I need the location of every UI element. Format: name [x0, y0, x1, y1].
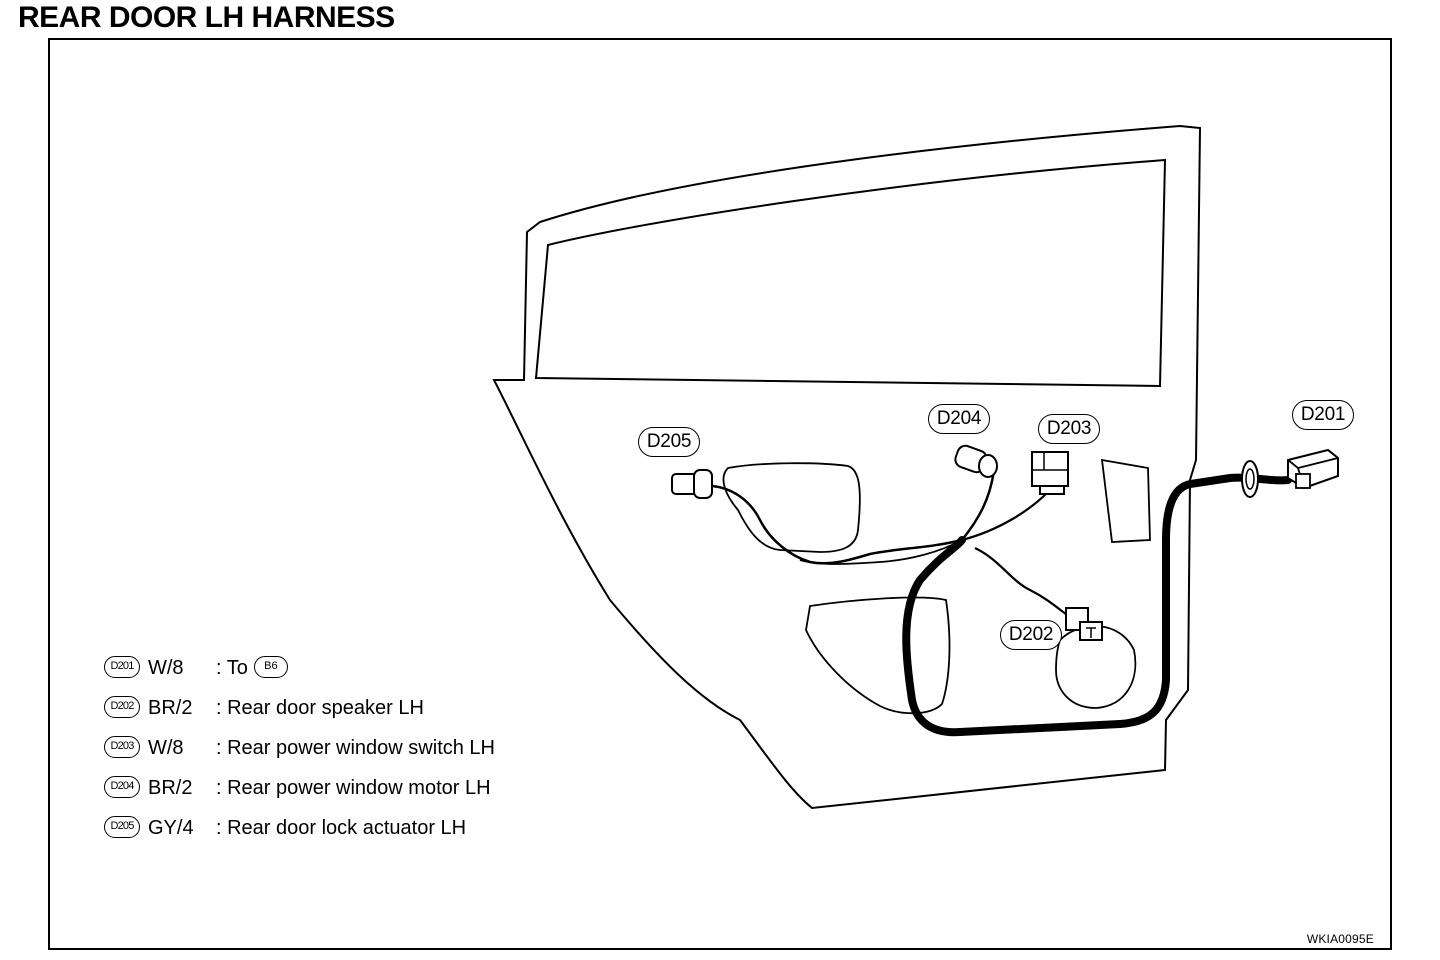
- door-outline: [492, 124, 1202, 810]
- main-harness: [902, 473, 1292, 737]
- legend-badge: D204: [104, 776, 140, 798]
- d204-connector: [954, 444, 998, 478]
- d202-connector: [1065, 607, 1103, 641]
- legend-spec: GY/4: [148, 817, 194, 839]
- switch-slot: [1100, 458, 1151, 543]
- legend-spec: BR/2: [148, 777, 193, 799]
- wire-to-d205: [711, 484, 963, 565]
- callout-d201: D201: [1292, 400, 1354, 430]
- lock-cutout: [722, 462, 861, 553]
- wire-to-d202: [974, 547, 1075, 621]
- legend-badge: D205: [104, 816, 140, 838]
- legend-desc: : Rear power window motor LH: [216, 777, 491, 799]
- legend-desc: : To: [216, 657, 248, 679]
- legend-desc: : Rear door lock actuator LH: [216, 817, 467, 839]
- legend-desc: : Rear door speaker LH: [216, 697, 424, 719]
- legend-spec: BR/2: [148, 697, 193, 719]
- diagram-frame: [48, 38, 1392, 950]
- d203-connector: [1031, 451, 1069, 495]
- speaker-opening: [1055, 625, 1137, 709]
- callout-d202: D202: [1000, 620, 1062, 650]
- d205-connector: [671, 469, 713, 499]
- legend-badge: D201: [104, 656, 140, 678]
- d201-connector: [1287, 448, 1339, 490]
- page-title: REAR DOOR LH HARNESS: [18, 1, 395, 34]
- legend-ref-badge: B6: [253, 655, 288, 678]
- motor-cutout: [805, 596, 951, 715]
- window-opening: [534, 158, 1167, 388]
- grommet: [1241, 460, 1259, 498]
- figure-code: WKIA0095E: [1306, 932, 1374, 946]
- callout-d204: D204: [928, 404, 990, 434]
- wire-to-d204: [961, 469, 996, 541]
- callout-d203: D203: [1038, 414, 1100, 444]
- callout-d205: D205: [638, 427, 700, 457]
- legend-badge: D203: [104, 736, 140, 758]
- legend-spec: W/8: [148, 737, 184, 759]
- legend-spec: W/8: [148, 657, 184, 679]
- wire-to-d203: [961, 491, 1049, 542]
- legend-badge: D202: [104, 696, 140, 718]
- legend-desc: : Rear power window switch LH: [216, 737, 495, 759]
